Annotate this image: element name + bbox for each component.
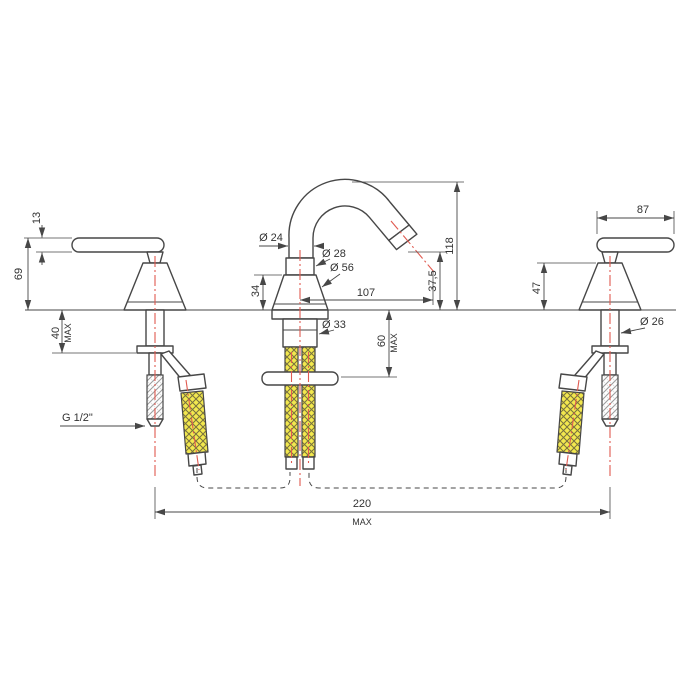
dim-lever-thickness: 13: [31, 212, 43, 224]
right-hose-nut: [558, 373, 588, 392]
dim-spout-height: 118: [444, 237, 456, 255]
dim-deck-thickness-suffix: MAX: [63, 323, 73, 343]
hose-routing-right: [308, 468, 567, 489]
right-lever: [596, 237, 675, 253]
dimensions: 13 69 40 MAX G 1/2" Ø 24 Ø 28 Ø 56 34 10…: [13, 181, 675, 527]
right-handle: [578, 237, 675, 311]
left-lever: [71, 237, 165, 253]
left-flex-hose: [180, 390, 209, 455]
left-undercounter-assembly: [136, 309, 209, 476]
center-hose-right: [301, 346, 316, 458]
dim-spout-base-dia: Ø 56: [330, 262, 354, 274]
dim-spout-tube-dia: Ø 24: [259, 232, 283, 244]
dim-shank-length-suffix: MAX: [389, 333, 399, 353]
left-handle: [71, 237, 187, 311]
dim-handle-height: 69: [13, 268, 25, 280]
dim-spout-base-height: 34: [250, 285, 262, 297]
dim-hole-centers: 220: [353, 498, 371, 510]
aerator: [388, 224, 418, 251]
dim-shank-length: 60: [376, 335, 388, 347]
dim-spout-reach: 107: [357, 287, 375, 299]
spout: [271, 178, 418, 311]
dim-deck-thickness: 40: [50, 327, 62, 339]
dim-spout-shank-dia: Ø 33: [322, 319, 346, 331]
right-handle-cone: [578, 262, 642, 311]
dim-spout-neck-dia: Ø 28: [322, 248, 346, 260]
thread-size-label: G 1/2": [62, 412, 93, 424]
dim-handle-cone-height: 47: [531, 282, 543, 294]
dim-hole-centers-suffix: MAX: [352, 517, 372, 527]
right-undercounter-assembly: [556, 309, 629, 476]
dim-handle-shank-dia: Ø 26: [640, 316, 664, 328]
right-flex-hose: [556, 390, 585, 455]
centerlines: [154, 220, 611, 486]
right-hose-tail: [562, 464, 573, 476]
aerator-axis: [390, 220, 435, 273]
hose-routing-left: [196, 468, 291, 489]
dim-outlet-height: 37,5: [427, 270, 439, 291]
center-hose-left: [284, 346, 299, 458]
dim-lever-length: 87: [637, 204, 649, 216]
left-hose-nut: [177, 373, 207, 392]
left-handle-cone: [123, 262, 187, 311]
spout-tube: [288, 178, 410, 259]
